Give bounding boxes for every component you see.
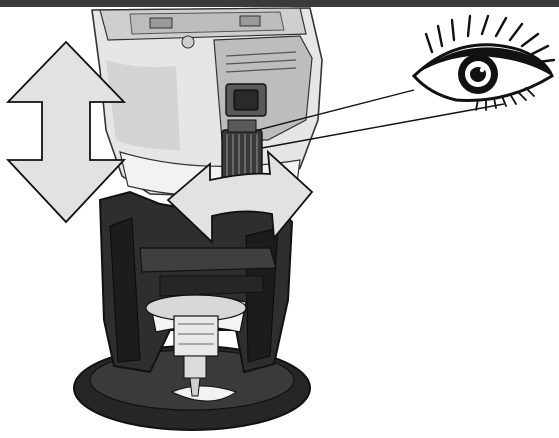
depth-adjust-knob: [222, 120, 262, 182]
eye-icon: [414, 16, 554, 110]
